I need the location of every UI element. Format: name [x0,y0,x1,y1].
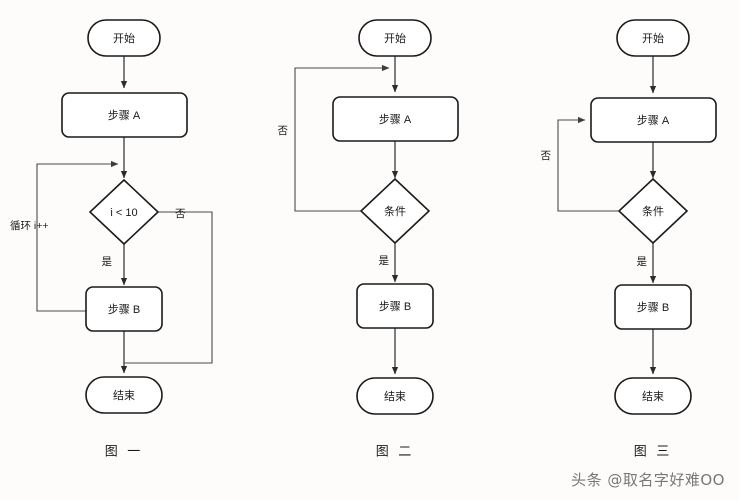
node-step-b[interactable] [356,283,434,329]
diagram-one: 开始 步骤 A i < 10 步骤 B 结束 循环 i++ 否 是 图 一 [10,19,213,458]
node-decision[interactable] [88,178,160,246]
edge-label-yes: 是 [637,256,648,268]
node-step-b-label: 步骤 B [108,303,140,316]
diagram-two-caption: 图 二 [376,443,415,458]
node-end-label: 结束 [642,390,664,403]
node-start-label: 开始 [642,31,664,45]
edge-decision-no-loop [557,116,620,212]
node-decision-label: 条件 [384,204,406,218]
node-step-b-label: 步骤 B [637,301,669,314]
diagram-three: 开始 步骤 A 条件 步骤 B 结束 否 是 图 三 [541,19,717,458]
node-step-a-label: 步骤 A [379,113,412,126]
node-step-a[interactable] [332,96,459,142]
node-start[interactable] [616,19,690,57]
node-step-a-label: 步骤 A [637,114,670,127]
node-decision[interactable] [359,177,431,245]
node-step-a[interactable] [61,92,188,138]
edge-label-yes: 是 [379,255,390,267]
edge-label-yes: 是 [102,256,113,268]
diagram-three-caption: 图 三 [634,443,673,458]
node-start-label: 开始 [113,31,135,45]
edge-label-no: 否 [278,125,289,137]
node-step-b-label: 步骤 B [379,300,411,313]
node-step-a-label: 步骤 A [108,109,141,122]
node-end-label: 结束 [113,389,135,402]
node-step-b[interactable] [85,286,163,332]
edge-loop-back [36,160,119,312]
node-start-label: 开始 [384,31,406,45]
node-start[interactable] [87,19,161,57]
node-start[interactable] [358,19,432,57]
node-end[interactable] [356,377,434,415]
node-decision-label: 条件 [642,204,664,218]
node-end[interactable] [614,377,692,415]
node-step-b[interactable] [614,284,692,330]
node-decision-label: i < 10 [110,207,137,219]
node-step-a[interactable] [590,97,717,143]
node-end-label: 结束 [384,390,406,403]
edge-label-no: 否 [541,150,552,162]
node-end[interactable] [85,376,163,414]
node-decision[interactable] [617,177,689,245]
diagram-one-caption: 图 一 [105,443,144,458]
edge-label-no: 否 [175,208,186,220]
edge-decision-no-loop [294,64,390,212]
edge-label-loop: 循环 i++ [10,219,49,232]
watermark: 头条 @取名字好难OO [571,471,725,489]
diagram-two: 开始 步骤 A 条件 步骤 B 结束 否 是 图 二 [278,19,459,458]
edge-decision-no-to-end [124,211,213,364]
